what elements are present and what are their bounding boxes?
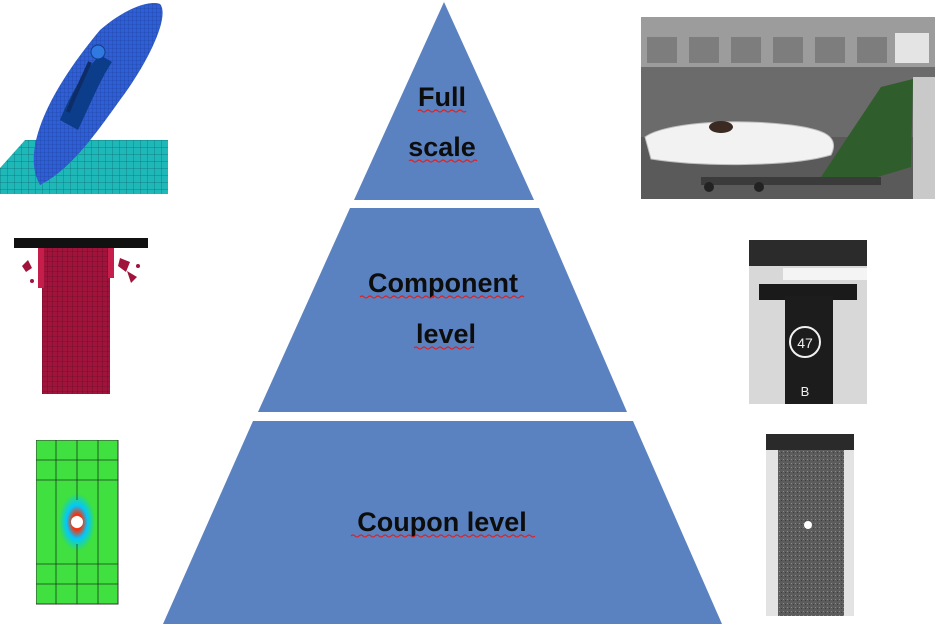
tier-label-component-line2: level bbox=[416, 319, 476, 349]
spellcheck-underline bbox=[350, 534, 536, 538]
tier-label-component-line1: Component bbox=[368, 268, 518, 298]
spellcheck-underline bbox=[413, 346, 475, 350]
pyramid-tier-component-level bbox=[258, 208, 627, 412]
spellcheck-underline bbox=[359, 295, 525, 299]
fe-cockpit-model-image bbox=[0, 3, 168, 194]
full-scale-test-photo bbox=[641, 17, 935, 199]
tier-label-full-line1: Full bbox=[418, 82, 466, 112]
pyramid-tier-coupon-level bbox=[163, 421, 722, 624]
specimen-number: 47 bbox=[797, 335, 813, 351]
spellcheck-underline bbox=[408, 159, 478, 163]
tier-label-full-line2: scale bbox=[408, 132, 476, 162]
tier-label-coupon: Coupon level bbox=[357, 507, 527, 537]
pyramid-tier-full-scale bbox=[354, 2, 534, 200]
spellcheck-underline bbox=[417, 109, 467, 113]
component-test-photo: 47 B bbox=[749, 240, 867, 404]
coupon-test-photo bbox=[766, 434, 854, 616]
specimen-sublabel: B bbox=[801, 384, 810, 399]
fe-coupon-model-image bbox=[36, 440, 119, 605]
fe-component-model-image bbox=[14, 238, 148, 394]
